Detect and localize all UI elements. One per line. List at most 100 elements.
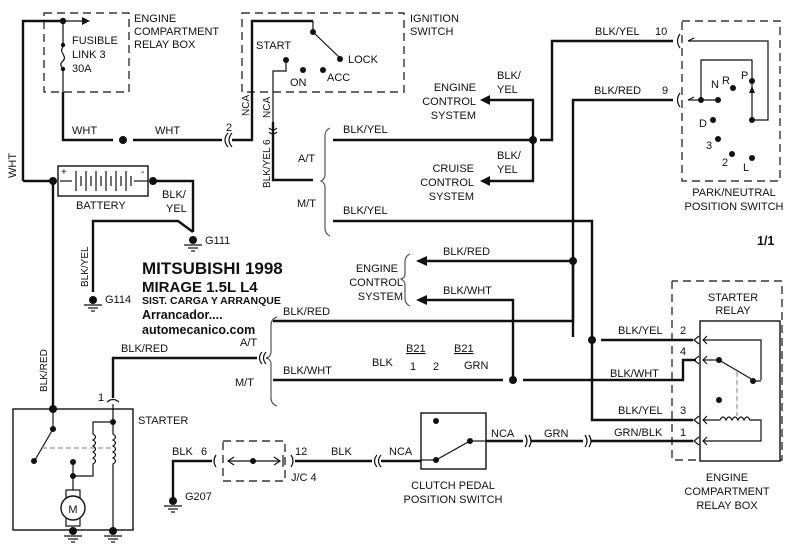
title-line-4: Arrancador.... (142, 308, 223, 322)
pin-2-label: 2 (226, 122, 232, 134)
starter-relay-outline (699, 320, 781, 462)
battery-outline (57, 165, 149, 197)
wire-blk-yel-relay-3 (590, 340, 693, 422)
arrow-left-icon (416, 295, 427, 305)
wire-blk-yel-mt (333, 219, 594, 337)
relay-box-bottom-label-1: ENGINE (706, 472, 748, 484)
wire-label-blk-red-starter: BLK/RED (121, 343, 168, 355)
pin-2-b21: 2 (433, 361, 439, 373)
cruise-label-1: CRUISE (432, 163, 474, 175)
wire-blk-yel-g114 (91, 219, 194, 292)
pin-10-label: 10 (655, 26, 667, 38)
wire-label-nca-2: NCA (262, 97, 273, 118)
ign-pos-lock: LOCK (348, 54, 379, 66)
title-line-3: SIST. CARGA Y ARRANQUE (142, 295, 281, 307)
fusible-link-label-1: FUSIBLE (72, 35, 118, 47)
label-mt-1: M/T (297, 198, 316, 210)
title-line-1: MITSUBISHI 1998 (142, 259, 283, 278)
ground-g114-label: G114 (105, 294, 131, 306)
switch-blade (312, 31, 341, 59)
pn-pos-n: N (711, 79, 719, 91)
wire-label-blk-1: BLK/ (497, 70, 522, 82)
arrow-left-icon (480, 176, 490, 186)
pin-6-label: 6 (201, 446, 207, 458)
ignition-switch-label-1: IGNITION (410, 13, 459, 25)
fusible-link-icon (60, 20, 66, 92)
relay-box-top-label-1: ENGINE (134, 13, 176, 25)
wire-start (272, 60, 287, 122)
starter-relay-label-1: STARTER (708, 292, 758, 304)
pn-pos-r: R (722, 75, 730, 87)
wire-label-blk-3: BLK/ (162, 189, 187, 201)
battery-minus-label: - (141, 167, 144, 178)
connector-icon (258, 351, 267, 365)
wire-wht-main (21, 19, 62, 181)
wire-blk-red-9 (571, 98, 673, 337)
label-b21-1: B21 (406, 343, 426, 355)
wire-label-blk-red-vertical: BLK/RED (39, 349, 50, 392)
relay-box-top-label-3: RELAY BOX (134, 39, 196, 51)
wire-label-blk-2: BLK/ (497, 150, 522, 162)
ign-pos-acc: ACC (327, 72, 350, 84)
pn-pos-p: P (741, 70, 748, 82)
connector-icon (524, 434, 532, 448)
wire-label-blk-wht-mt: BLK/WHT (283, 365, 332, 377)
title-line-2: MIRAGE 1.5L L4 (142, 279, 258, 296)
wire-label-nca-clutch-in: NCA (389, 446, 413, 458)
wire-label-blk-red-at: BLK/RED (283, 306, 330, 318)
park-neutral-label-1: PARK/NEUTRAL (692, 187, 776, 199)
wire-label-blk-clutch: BLK (331, 446, 352, 458)
wire-to-ecs-1 (490, 98, 535, 140)
ecs1-label-1: ENGINE (434, 82, 476, 94)
brace-at-mt-2 (265, 316, 278, 407)
connector-6-icon (268, 127, 278, 135)
label-grn-b21: GRN (464, 360, 489, 372)
fusible-link-label-3: 30A (72, 63, 92, 75)
ign-pos-on: ON (290, 77, 307, 89)
wire-label-blk-red-9: BLK/RED (594, 85, 641, 97)
label-at-2: A/T (240, 337, 257, 349)
label-mt-2: M/T (235, 377, 254, 389)
wire-blk-g207 (171, 459, 212, 500)
wire-label-wht-2: WHT (155, 125, 180, 137)
wire-label-blk-yel-mt: BLK/YEL (343, 205, 388, 217)
motor-icon: M (60, 489, 86, 527)
connector-icon (373, 454, 382, 468)
wire-blk-yel-g111 (153, 179, 195, 232)
battery-icon (60, 171, 148, 191)
arrow-left-icon (416, 256, 427, 266)
brace-at-mt (319, 127, 331, 237)
arrow-left-icon (480, 95, 490, 105)
starter-relay-label-2: RELAY (715, 305, 751, 317)
cruise-label-2: CONTROL (420, 177, 474, 189)
cruise-label-3: SYSTEM (429, 191, 474, 203)
wire-label-blk-yel-g114: BLK/YEL (80, 246, 91, 287)
wire-blk-red-starter-1 (111, 356, 257, 398)
label-b21-2: B21 (454, 343, 474, 355)
ecs2-label-1: ENGINE (356, 263, 398, 275)
wire-label-blk-yel-10: BLK/YEL (595, 26, 640, 38)
wire-blk-wht-relay (523, 358, 696, 382)
splice-dot (509, 376, 517, 384)
jc4-outline (222, 440, 286, 482)
wire-blk-yel-start (271, 122, 313, 182)
wire-blk-red-at (273, 261, 575, 323)
battery-plus-label: + (61, 167, 67, 178)
wire-wht-fusible (61, 92, 113, 142)
pn-pos-d: D (699, 118, 707, 130)
ground-g207-icon (164, 497, 182, 513)
connector-1-icon (106, 398, 120, 403)
wire-label-blk-g207: BLK (172, 446, 193, 458)
ground-starter-icon (64, 527, 122, 543)
pn-pos-2: 2 (722, 157, 728, 169)
relay-coil-icon (703, 416, 762, 442)
connector-10-icon (676, 33, 681, 49)
battery-label: BATTERY (76, 200, 126, 212)
pin-1-relay: 1 (680, 427, 686, 439)
ground-g114-icon (84, 296, 102, 312)
wire-nca-ignition (232, 19, 313, 142)
pin-1-b21: 1 (410, 361, 416, 373)
park-neutral-label-2: POSITION SWITCH (685, 201, 784, 213)
label-blk-b21: BLK (372, 357, 393, 369)
